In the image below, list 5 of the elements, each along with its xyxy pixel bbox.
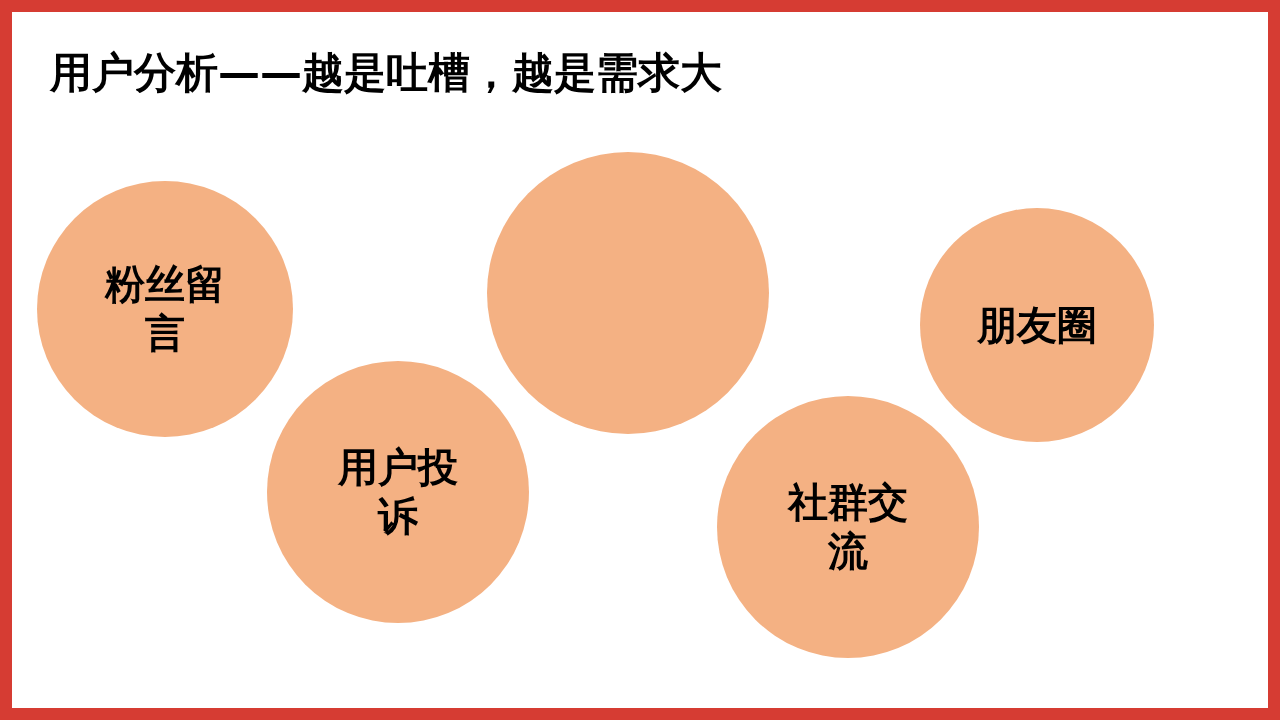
topic-label: 朋友圈 [977, 300, 1097, 350]
slide-title: 用户分析——越是吐槽，越是需求大 [50, 48, 722, 99]
topic-label: 用户投诉 [337, 443, 459, 541]
topic-label: 粉丝留言 [103, 260, 226, 358]
topic-label: 社群交流 [786, 478, 909, 576]
